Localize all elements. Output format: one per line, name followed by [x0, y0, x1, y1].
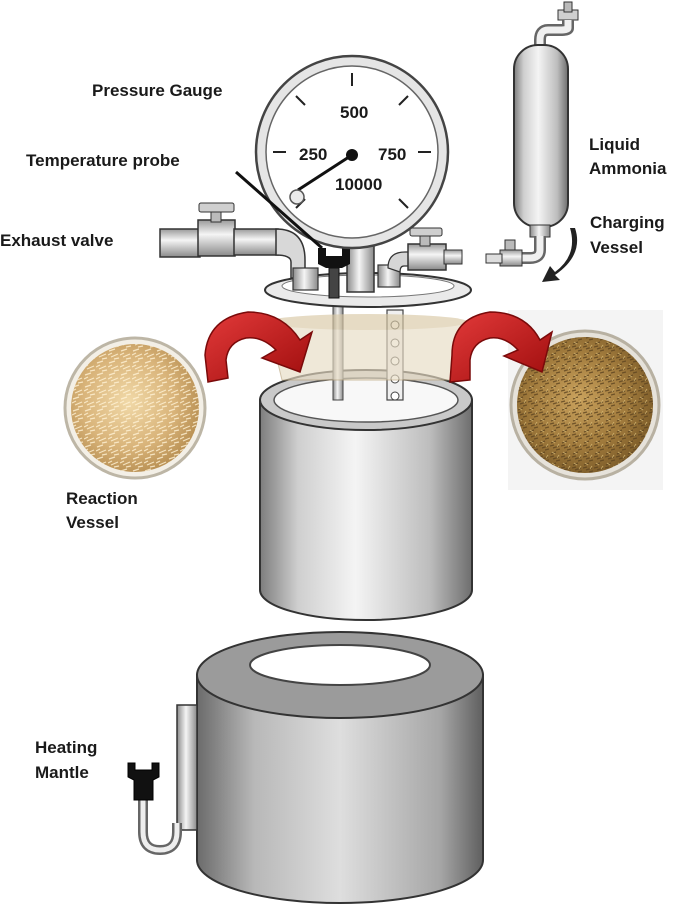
gauge-label-250: 250 — [299, 145, 327, 164]
charging-vessel — [485, 1, 579, 267]
label-temperature-probe: Temperature probe — [26, 151, 180, 170]
gauge-label-10000: 10000 — [335, 175, 382, 194]
heating-mantle — [127, 631, 484, 904]
raw-biomass-dish — [63, 336, 207, 480]
curved-arrow-right-icon — [449, 311, 554, 383]
mantle-probe-cap — [127, 762, 160, 801]
label-ammonia: Ammonia — [589, 159, 667, 178]
small-black-arrow-icon — [542, 228, 578, 282]
label-liquid: Liquid — [589, 135, 640, 154]
temperature-probe — [318, 248, 350, 299]
gauge-label-500: 500 — [340, 103, 368, 122]
label-reaction-vessel: Vessel — [66, 513, 119, 532]
temperature-probe-pointer — [235, 170, 323, 250]
reaction-vessel — [259, 369, 473, 621]
charging-inlet — [377, 227, 463, 288]
label-exhaust-valve: Exhaust valve — [0, 231, 113, 250]
pressure-gauge: 500 250 750 10000 — [254, 54, 450, 250]
label-heating: Heating — [35, 738, 97, 757]
label-charging: Charging — [590, 213, 665, 232]
curved-arrow-left-icon — [204, 311, 314, 383]
label-pressure-gauge: Pressure Gauge — [92, 81, 222, 100]
label-heating-mantle: Mantle — [35, 763, 89, 782]
sample-holder — [267, 314, 469, 381]
label-reaction: Reaction — [66, 489, 138, 508]
exhaust-valve — [159, 202, 319, 291]
treated-biomass-dish — [508, 310, 663, 490]
label-charging-vessel: Vessel — [590, 238, 643, 257]
gauge-label-750: 750 — [378, 145, 406, 164]
